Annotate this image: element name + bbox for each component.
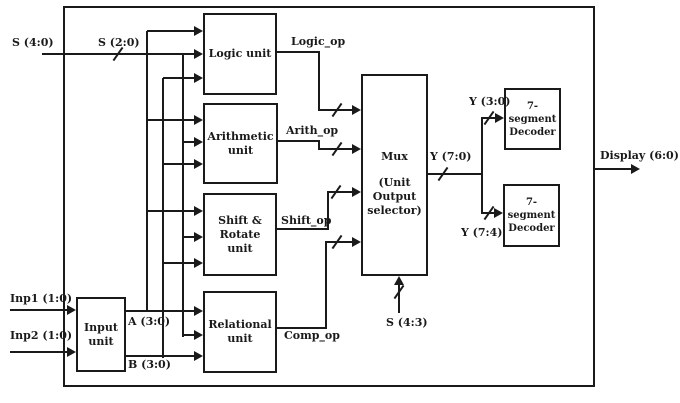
input-unit-label-line1: Input (84, 320, 118, 334)
mux-label-line3: Output (372, 190, 417, 203)
logic-unit-block: Logic unit (203, 13, 277, 95)
wire-logic-op-v (318, 51, 320, 111)
arrowhead-relational-a-icon (194, 306, 203, 316)
mux-label-line2: (Unit (378, 176, 411, 189)
decoder-bottom-label-line1: 7- (525, 197, 538, 208)
wire-s-distribution (182, 53, 184, 337)
arithmetic-unit-block: Arithmetic unit (203, 103, 278, 184)
wire-b-out (126, 355, 195, 357)
relational-unit-label-line1: Relational (208, 318, 272, 331)
seven-segment-decoder-bottom-block: 7- segment Decoder (503, 184, 560, 247)
wire-comp-op-v (325, 241, 327, 329)
wire-shift-op-v (327, 191, 329, 230)
arrowhead-display-icon (631, 164, 640, 174)
arrowhead-arith-b-icon (194, 159, 203, 169)
arrowhead-shift-s-icon (194, 232, 203, 242)
arrowhead-logic-a-icon (194, 26, 203, 36)
wire-arith-op-v (318, 140, 320, 150)
label-display: Display (6:0) (600, 149, 679, 162)
label-a30: A (3:0) (128, 315, 171, 328)
label-y30: Y (3:0) (469, 95, 511, 108)
wire-logic-in-b (163, 77, 195, 79)
arithmetic-unit-label-line1: Arithmetic (207, 129, 274, 143)
relational-unit-label-line2: unit (227, 332, 253, 345)
arrowhead-decoder-bottom-icon (494, 208, 503, 218)
wire-logic-in-a (147, 30, 195, 32)
decoder-top-label-line3: Decoder (509, 126, 556, 138)
arrowhead-relational-b-icon (194, 351, 203, 361)
shift-rotate-unit-label-line2: Rotate (219, 227, 261, 241)
wire-logic-op-h1 (277, 51, 320, 53)
arrowhead-arith-a-icon (194, 115, 203, 125)
wire-arith-in-b (163, 163, 195, 165)
arithmetic-unit-label-line2: unit (227, 143, 254, 157)
wire-a-distribution (146, 31, 148, 312)
wire-relational-in-s (183, 334, 195, 336)
arrowhead-relational-s-icon (194, 330, 203, 340)
wire-b-distribution (162, 78, 164, 358)
wire-s43-select (398, 283, 400, 313)
wire-comp-op-h1 (277, 327, 327, 329)
seven-segment-decoder-top-block: 7- segment Decoder (504, 88, 561, 150)
label-y70: Y (7:0) (430, 150, 472, 163)
label-comp-op: Comp_op (284, 329, 340, 342)
decoder-bottom-label-line3: Decoder (508, 223, 555, 234)
arrowhead-inp2-icon (67, 347, 76, 357)
wire-inp2 (10, 351, 67, 353)
wire-shift-in-a (147, 210, 195, 212)
label-inp2: Inp2 (1:0) (10, 329, 73, 342)
wire-a-out (126, 310, 195, 312)
wire-inp1 (10, 309, 67, 311)
wire-arith-op-h1 (278, 140, 320, 142)
label-s20: S (2:0) (98, 36, 140, 49)
label-s43: S (4:3) (386, 316, 428, 329)
label-logic-op: Logic_op (291, 35, 346, 48)
arrowhead-logic-s-icon (194, 49, 203, 59)
wire-shift-op-h2 (327, 191, 352, 193)
input-unit-label-line2: unit (88, 334, 114, 348)
label-y74: Y (7:4) (461, 226, 503, 239)
shift-rotate-unit-block: Shift & Rotate unit (203, 193, 277, 276)
decoder-bottom-label-line2: segment (507, 210, 556, 221)
mux-block: Mux (Unit Output selector) (361, 74, 428, 276)
logic-unit-label: Logic unit (208, 47, 272, 60)
relational-unit-block: Relational unit (203, 291, 277, 373)
label-inp1: Inp1 (1:0) (10, 292, 73, 305)
wire-shift-op-h1 (277, 228, 329, 230)
wire-y70 (428, 173, 483, 175)
wire-arith-in-a (147, 119, 195, 121)
wire-display-out (595, 168, 632, 170)
arrowhead-mux-shift-icon (352, 187, 361, 197)
wire-arith-in-s (183, 141, 195, 143)
shift-rotate-unit-label-line1: Shift & (218, 213, 262, 227)
wire-shift-in-b (163, 262, 195, 264)
arrowhead-inp1-icon (67, 305, 76, 315)
outer-frame (63, 6, 595, 387)
label-shift-op: Shift_op (281, 214, 332, 227)
input-unit-block: Input unit (76, 297, 126, 372)
mux-label-title: Mux (381, 150, 408, 163)
label-arith-op: Arith_op (286, 124, 339, 137)
label-b30: B (3:0) (128, 358, 171, 371)
decoder-top-label-line2: segment (508, 113, 557, 125)
shift-rotate-unit-label-line3: unit (227, 241, 253, 255)
wire-y-split (481, 117, 483, 214)
arrowhead-shift-a-icon (194, 206, 203, 216)
mux-label-line4: selector) (367, 204, 422, 217)
arrowhead-logic-b-icon (194, 73, 203, 83)
arrowhead-decoder-top-icon (495, 113, 504, 123)
wire-shift-in-s (183, 236, 195, 238)
decoder-top-label-line1: 7- (526, 100, 539, 112)
arrowhead-mux-arith-icon (352, 144, 361, 154)
arrowhead-mux-select-icon (394, 276, 404, 285)
wire-comp-op-h2 (325, 241, 352, 243)
label-s40: S (4:0) (12, 36, 54, 49)
arrowhead-mux-comp-icon (352, 237, 361, 247)
arrowhead-arith-s-icon (194, 137, 203, 147)
arrowhead-shift-b-icon (194, 258, 203, 268)
arrowhead-mux-logic-icon (352, 105, 361, 115)
